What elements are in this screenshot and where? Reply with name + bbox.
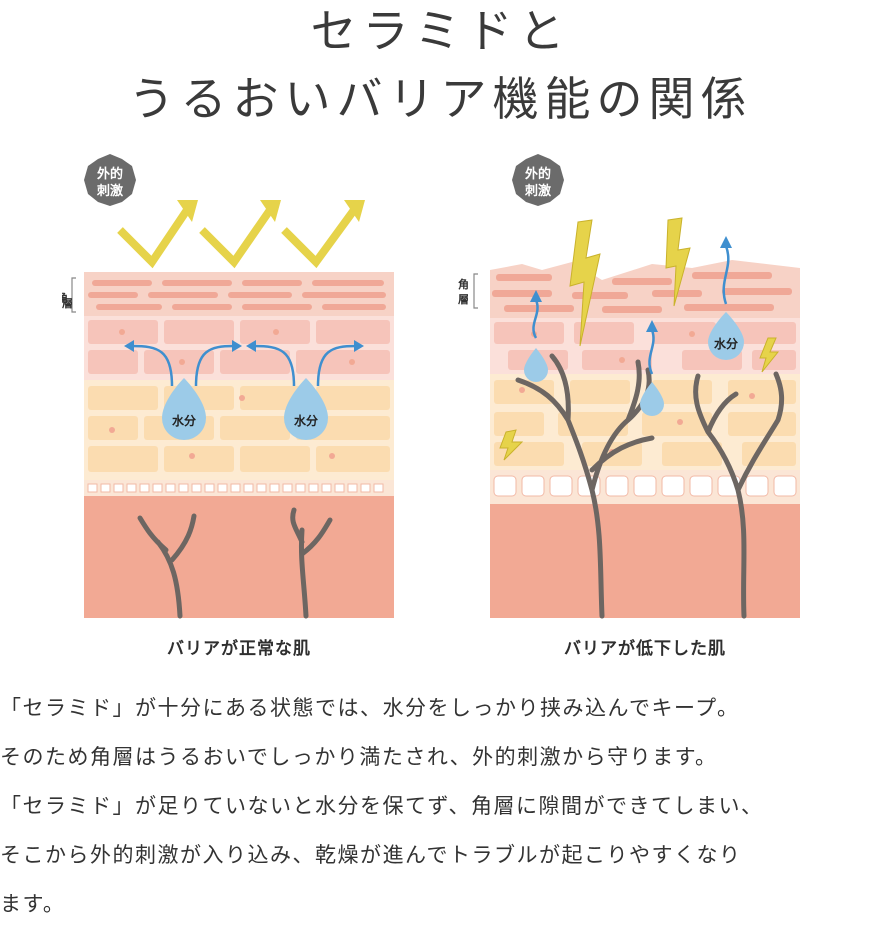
- nerve-endings: [515, 353, 785, 619]
- badge-text-2: 刺激: [525, 183, 552, 199]
- external-stimulus-badge: 外的 刺激: [512, 154, 564, 206]
- drop-label: 水分: [294, 413, 318, 428]
- layer-label: 角: [62, 291, 69, 304]
- layer-label: 角: [458, 277, 469, 291]
- explanation-line: 「セラミド」が十分にある状態では、水分をしっかり挟み込んでキープ。: [0, 696, 740, 720]
- explanation-line: そのため角層はうるおいでしっかり満たされ、外的刺激から守ります。: [0, 745, 718, 769]
- explanation-line: ます。: [0, 892, 66, 916]
- page-title-line-2: うるおいバリア機能の関係: [128, 72, 753, 126]
- healthy-skin-caption: バリアが正常な肌: [167, 639, 311, 659]
- water-drop-1: 水分: [162, 378, 206, 440]
- water-drop-2: 水分: [284, 378, 328, 440]
- svg-text:層: 層: [458, 293, 469, 306]
- skin-layers: [490, 260, 800, 618]
- escaping-water-arrows: [532, 245, 730, 375]
- drop-label: 水分: [714, 336, 738, 351]
- explanation-line: 「セラミド」が足りていないと水分を保てず、角層に隙間ができてしまい、: [0, 794, 764, 818]
- badge-text-1: 外的: [96, 166, 123, 182]
- lightning-bolts: [499, 217, 780, 461]
- explanation-line: そこから外的刺激が入り込み、乾燥が進んでトラブルが起こりやすくなり: [0, 843, 742, 867]
- explanation-paragraph: 「セラミド」が十分にある状態では、水分をしっかり挟み込んでキープ。 そのため角層…: [0, 684, 881, 929]
- stratum-corneum-bracket: 角 層: [62, 277, 76, 313]
- nerve-endings: [137, 507, 333, 619]
- page-title-line-1: セラミドと: [310, 4, 571, 58]
- badge-text-1: 外的: [524, 166, 551, 182]
- skin-layers: [84, 272, 394, 618]
- damaged-skin-diagram: 外的 刺激 角 層: [458, 154, 800, 619]
- stratum-corneum-bracket: 角 層: [458, 273, 478, 309]
- damaged-skin-caption: バリアが低下した肌: [564, 639, 726, 659]
- external-stimulus-badge: 外的 刺激: [84, 154, 136, 206]
- deflected-stimulus-arrows: [117, 207, 358, 269]
- retained-water-arrows: [131, 344, 357, 387]
- svg-text:層: 層: [62, 297, 73, 310]
- badge-text-2: 刺激: [97, 183, 124, 199]
- healthy-skin-diagram: 外的 刺激 角 層: [62, 154, 394, 619]
- water-drop-labeled: 水分: [708, 312, 744, 360]
- escaping-water-drops: 水分: [524, 312, 744, 416]
- drop-label: 水分: [172, 413, 196, 428]
